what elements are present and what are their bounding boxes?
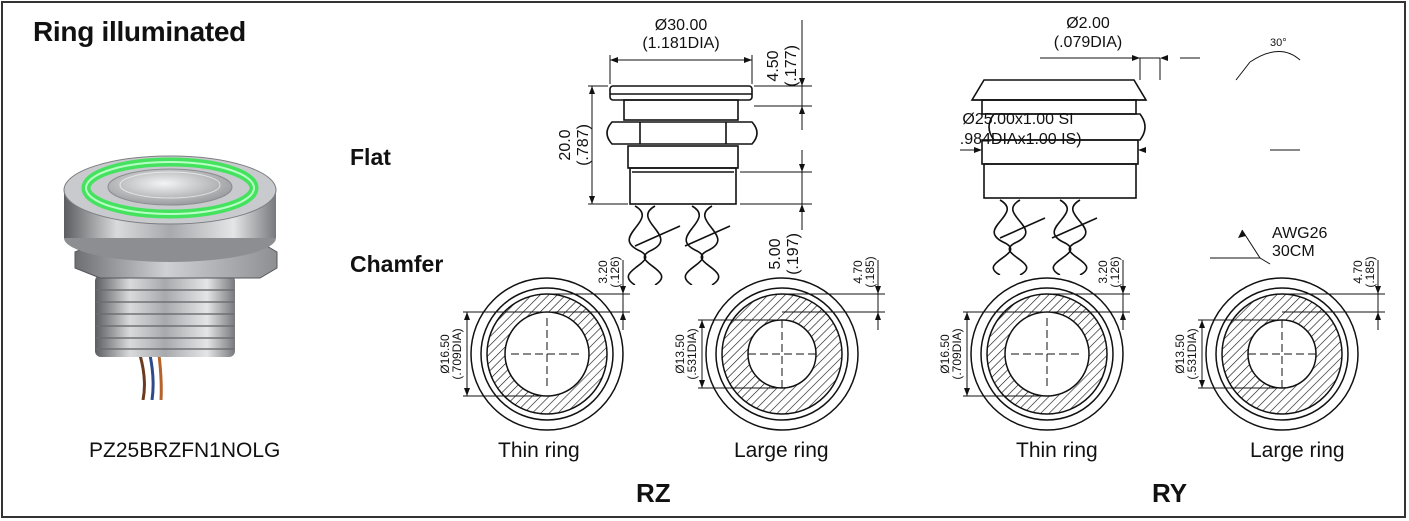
rz-thin-dia: Ø16.50: [438, 334, 452, 374]
rz-dim-bottom-inch: (.197): [785, 233, 802, 275]
ry-large-dia-inch: (.531DIA): [1185, 328, 1199, 379]
ry-wire-len: 30CM: [1272, 243, 1315, 260]
rz-side-view: Ø30.00 (1.181DIA) 4.50 (.177) 20.0 (.787…: [557, 17, 812, 285]
part-number: PZ25BRZFN1NOLG: [89, 439, 281, 462]
rz-dim-height-inch: (.787): [575, 124, 592, 166]
rz-dim-height: 20.0: [557, 129, 574, 160]
chamfer-label: Chamfer: [350, 251, 444, 277]
ry-dim-led: Ø2.00: [1066, 15, 1110, 32]
ry-large-width: 4.70: [1351, 260, 1365, 284]
ry-side-view: Ø2.00 (.079DIA) 30° Ø25.00x1.00 SI (.984…: [960, 15, 1328, 275]
ry-thread: Ø25.00x1.00 SI: [962, 111, 1073, 128]
ry-large-label: Large ring: [1250, 439, 1345, 462]
ry-thin-label: Thin ring: [1016, 439, 1098, 462]
rz-dim-bottom: 5.00: [767, 238, 784, 269]
ry-thin-dia-inch: (.709DIA): [950, 328, 964, 379]
rz-dim-dia: Ø30.00: [655, 17, 708, 34]
rz-thin-width: 3.20: [596, 260, 610, 284]
ry-thin-width-inch: (.126): [1108, 256, 1122, 287]
rz-large-width-inch: (.185): [863, 256, 877, 287]
product-photo: [63, 155, 278, 400]
rz-large-label: Large ring: [734, 439, 829, 462]
ry-thread-inch: (.984DIAx1.00 IS): [960, 131, 1082, 148]
page-title: Ring illuminated: [33, 16, 246, 47]
rz-dim-dia-inch: (1.181DIA): [642, 35, 719, 52]
rz-thin-label: Thin ring: [498, 439, 580, 462]
rz-large-width: 4.70: [851, 260, 865, 284]
ry-dim-led-inch: (.079DIA): [1054, 34, 1122, 51]
ry-large-dia: Ø13.50: [1173, 334, 1187, 374]
rz-thin-width-inch: (.126): [608, 256, 622, 287]
rz-large-dia: Ø13.50: [673, 334, 687, 374]
ry-wire: AWG26: [1272, 225, 1328, 242]
ry-angle: 30°: [1270, 37, 1287, 49]
rz-large-dia-inch: (.531DIA): [685, 328, 699, 379]
rz-thin-ring-view: Ø16.50 (.709DIA) 3.20 (.126): [438, 256, 630, 431]
rz-dim-head-inch: (.177): [783, 45, 800, 87]
rz-large-ring-view: Ø13.50 (.531DIA) 4.70 (.185): [673, 256, 885, 431]
rz-dim-head: 4.50: [765, 50, 782, 81]
ry-large-ring-view: Ø13.50 (.531DIA) 4.70 (.185): [1173, 256, 1385, 431]
rz-thin-dia-inch: (.709DIA): [450, 328, 464, 379]
ry-thin-width: 3.20: [1096, 260, 1110, 284]
ry-thin-ring-view: Ø16.50 (.709DIA) 3.20 (.126): [938, 256, 1130, 431]
ry-thin-dia: Ø16.50: [938, 334, 952, 374]
ry-large-width-inch: (.185): [1363, 256, 1377, 287]
series-rz-label: RZ: [636, 478, 671, 508]
flat-label: Flat: [350, 144, 391, 170]
series-ry-label: RY: [1152, 478, 1188, 508]
